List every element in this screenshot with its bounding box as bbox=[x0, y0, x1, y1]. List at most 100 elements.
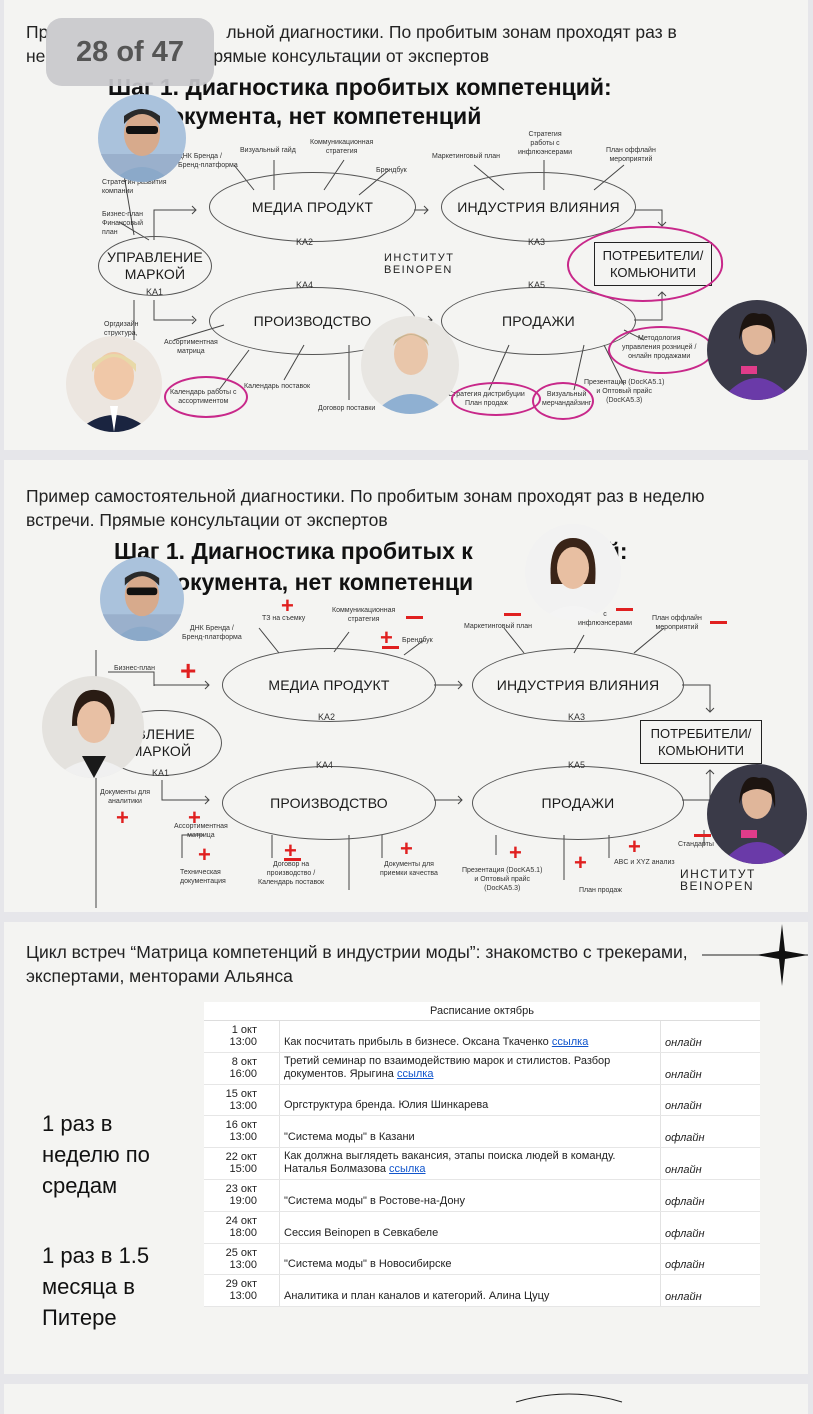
slide-diagnostics-2: Пример самостоятельной диагностики. По п… bbox=[4, 460, 808, 912]
plus-mark: + bbox=[281, 593, 294, 618]
expert-avatar-woman-purple[interactable] bbox=[707, 764, 807, 864]
expert-avatar-man-sunglasses[interactable] bbox=[100, 557, 184, 641]
event-link[interactable]: ссылка bbox=[389, 1162, 426, 1175]
node-brand-management: УПРАВЛЕНИЕ МАРКОЙ bbox=[98, 236, 212, 296]
expert-avatar-man-sunglasses[interactable] bbox=[98, 94, 186, 182]
label-presentation: Презентация (DocKA5.1) и Оптовый прайс (… bbox=[462, 867, 543, 892]
label-presentation: Презентация (DocKA5.1) и Оптовый прайс (… bbox=[584, 379, 665, 404]
label-visual-guide: Визуальный гайд bbox=[240, 147, 296, 154]
schedule-event: Оргструктура бренда. Юлия Шинкарева bbox=[280, 1084, 661, 1116]
schedule-event: Аналитика и план каналов и категорий. Ал… bbox=[280, 1275, 661, 1307]
label-brandbook: Брендбук bbox=[376, 167, 407, 174]
ka3-label: KA3 bbox=[528, 237, 546, 247]
diagram-title-line2: окумента, нет компетенций bbox=[170, 103, 482, 129]
event-link[interactable]: ссылка bbox=[396, 1067, 434, 1080]
slide-caption: Цикл встреч “Матрица компетенций в индус… bbox=[26, 942, 688, 986]
label-supply-calendar: Календарь поставок bbox=[244, 383, 311, 390]
expert-avatar-woman-smiling[interactable] bbox=[42, 676, 144, 778]
node-sales: ПРОДАЖИ bbox=[472, 766, 684, 840]
page-counter: 28 of 47 bbox=[46, 18, 214, 86]
schedule-format: офлайн bbox=[665, 1195, 705, 1208]
schedule-format: офлайн bbox=[665, 1259, 705, 1272]
diagram-title-line2: окумента, нет компетенци bbox=[176, 569, 474, 595]
schedule-format: онлайн bbox=[665, 1100, 702, 1113]
ka2-label: KA2 bbox=[318, 712, 336, 722]
node-production: ПРОИЗВОДСТВО bbox=[222, 766, 436, 840]
expert-avatar-woman-dark-hair[interactable] bbox=[525, 524, 621, 620]
schedule-format: онлайн bbox=[665, 1036, 702, 1049]
label-offline-plan: План оффлайн мероприятий bbox=[606, 147, 656, 163]
plus-mark: + bbox=[180, 655, 197, 686]
ka1-label: KA1 bbox=[152, 768, 170, 778]
diagram-connectors bbox=[118, 159, 667, 400]
expert-avatar-woman-blonde[interactable] bbox=[66, 336, 162, 432]
label-abc-xyz: ABC и XYZ анализ bbox=[614, 859, 675, 866]
node-sales: ПРОДАЖИ bbox=[441, 287, 636, 355]
frequency-weekly: 1 раз в неделю по средам bbox=[42, 1111, 150, 1198]
ka5-label: KA5 bbox=[528, 280, 546, 290]
schedule-event: Сессия Beinopen в Севкабеле bbox=[280, 1211, 661, 1243]
plus-mark: + bbox=[400, 836, 413, 861]
label-offline-plan: План оффлайн мероприятий bbox=[652, 615, 702, 631]
label-production-contract: Договор на производство / Календарь пост… bbox=[258, 861, 325, 886]
highlight-merch bbox=[532, 382, 594, 420]
expert-avatar-woman-denim[interactable] bbox=[361, 316, 459, 414]
label-sales-plan: План продаж bbox=[579, 887, 622, 894]
label-supply-contract: Договор поставки bbox=[318, 405, 376, 412]
schedule-event: Третий семинар по взаимодействию марок и… bbox=[280, 1052, 661, 1084]
ka3-label: KA3 bbox=[568, 712, 586, 722]
schedule-format: онлайн bbox=[665, 1068, 702, 1081]
minus-mark bbox=[616, 608, 633, 611]
schedule-event: Как посчитать прибыль в бизнесе. Оксана … bbox=[280, 1021, 661, 1052]
sparkle-icon bbox=[702, 924, 808, 986]
plus-mark: + bbox=[628, 834, 641, 859]
label-tech-docs: Техническая документация bbox=[180, 869, 226, 885]
node-media-product: МЕДИА ПРОДУКТ bbox=[209, 172, 416, 242]
label-marketing-plan: Маркетинговый план bbox=[432, 153, 501, 160]
event-link[interactable]: ссылка bbox=[551, 1035, 589, 1048]
beinopen-logo: ИНСТИТУТ BEINOPEN bbox=[384, 252, 455, 276]
node-influence-industry: ИНДУСТРИЯ ВЛИЯНИЯ bbox=[441, 172, 636, 242]
plus-mark: + bbox=[284, 838, 297, 863]
schedule-event: "Система моды" в Новосибирске bbox=[280, 1243, 661, 1275]
schedule-format: онлайн bbox=[665, 1291, 702, 1304]
schedule-title: Расписание октябрь bbox=[204, 1002, 760, 1021]
ka2-label: KA2 bbox=[296, 237, 314, 247]
plus-mark: + bbox=[380, 625, 393, 650]
slide-next-partial bbox=[4, 1384, 808, 1414]
slide-schedule: Цикл встреч “Матрица компетенций в индус… bbox=[4, 922, 808, 1374]
schedule-format: онлайн bbox=[665, 1163, 702, 1176]
ka1-label: KA1 bbox=[146, 287, 164, 297]
schedule-event: Как должна выглядеть вакансия, этапы пои… bbox=[280, 1148, 661, 1179]
highlight-distribution bbox=[451, 382, 541, 416]
label-dnk: ДНК Бренда / Бренд-платформа bbox=[178, 153, 238, 169]
expert-avatar-woman-purple[interactable] bbox=[707, 300, 807, 400]
schedule-event: "Система моды" в Ростове-на-Дону bbox=[280, 1179, 661, 1211]
beinopen-logo: ИНСТИТУТ BEINOPEN bbox=[680, 867, 756, 893]
plus-mark: + bbox=[188, 805, 201, 830]
node-influence-industry: ИНДУСТРИЯ ВЛИЯНИЯ bbox=[472, 648, 684, 722]
label-influencers: с инфлюэнсерами bbox=[578, 611, 633, 627]
label-comm-strategy: Коммуникационная стратегия bbox=[332, 607, 396, 623]
label-assortment-matrix: Ассортиментная матрица bbox=[164, 339, 218, 355]
label-tz: ТЗ на съемку bbox=[262, 615, 306, 622]
schedule-format: офлайн bbox=[665, 1132, 705, 1145]
label-marketing-plan: Маркетинговый план bbox=[464, 623, 533, 630]
node-consumers: ПОТРЕБИТЕЛИ/ КОМЬЮНИТИ bbox=[640, 720, 762, 764]
label-assortment-matrix: Ассортиментная матрица bbox=[174, 823, 228, 839]
label-quality-docs: Документы для приемки качества bbox=[380, 861, 438, 877]
